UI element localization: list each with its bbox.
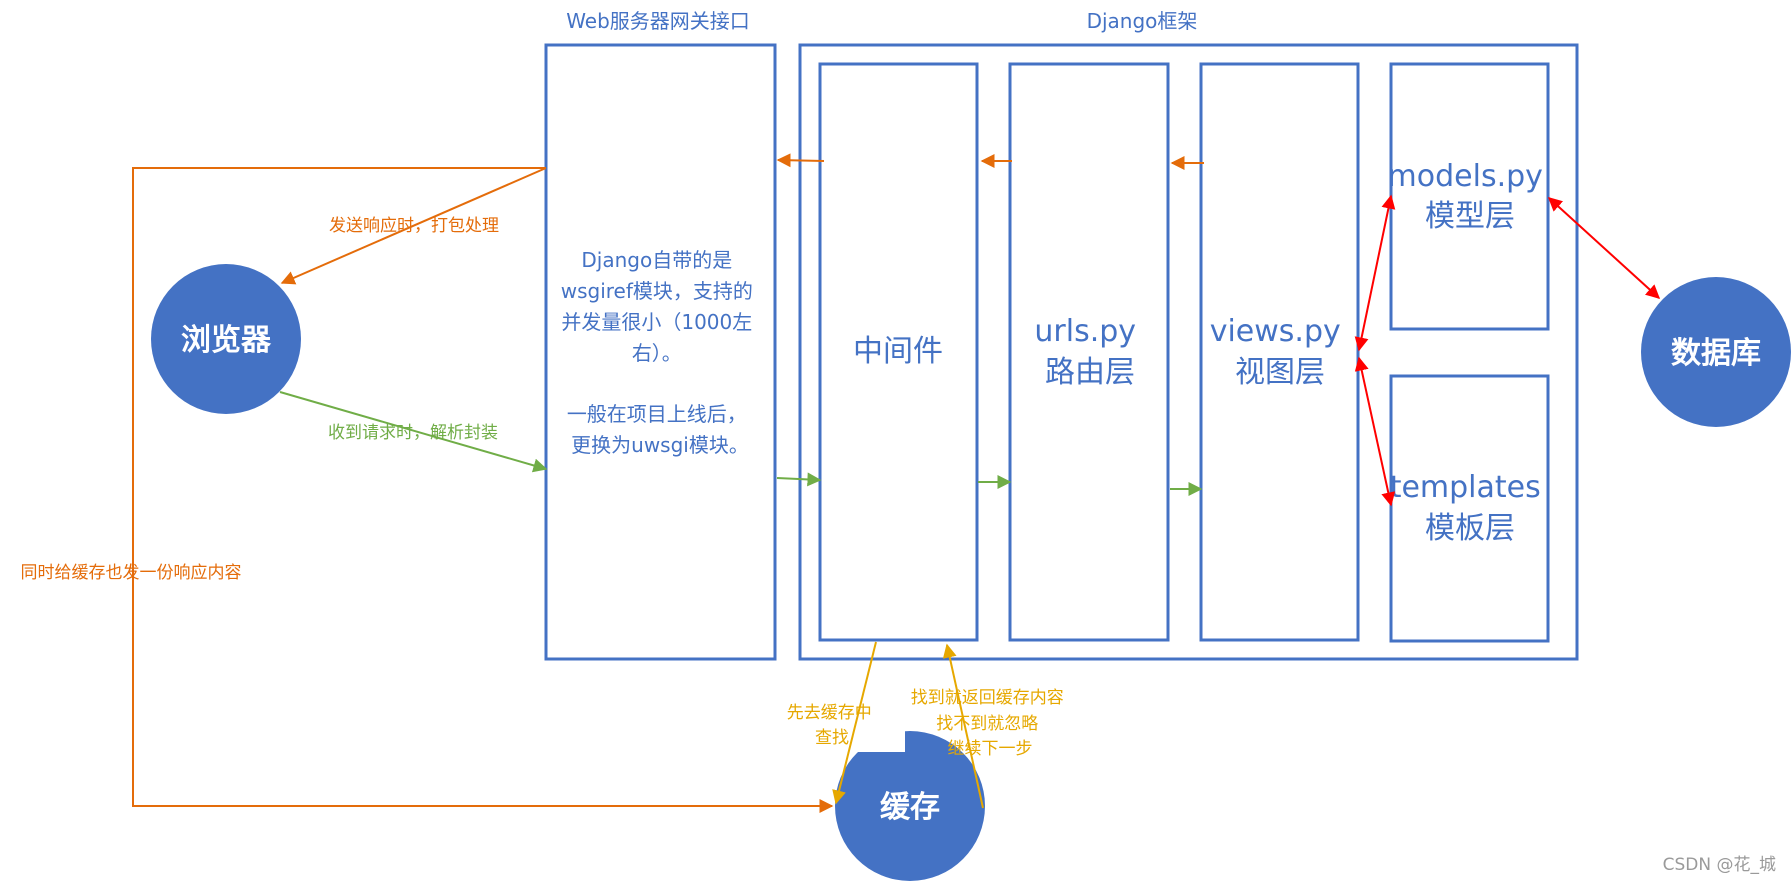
response-label: 发送响应时，打包处理	[329, 216, 499, 236]
middleware-to-gateway-response-arrow	[776, 153, 825, 168]
cache-copy-path	[132, 167, 834, 813]
views-label: views.py 视图层	[1210, 314, 1351, 390]
views-box	[1199, 62, 1360, 642]
templates-label: templates 模板层	[1390, 470, 1551, 546]
cache-label: 缓存	[880, 790, 940, 825]
middleware-label: 中间件	[853, 334, 943, 369]
views-templates-arrow	[1354, 356, 1396, 507]
cache-lookup-line-2: 查找	[815, 728, 849, 748]
views-label-line-2: 视图层	[1235, 355, 1325, 390]
gateway-to-browser-response-arrow	[280, 167, 547, 285]
gateway-line-1: Django自带的是	[581, 248, 732, 272]
models-label: models.py 模型层	[1388, 159, 1553, 234]
browser-label: 浏览器	[181, 323, 272, 358]
gateway-line-6: 一般在项目上线后，	[567, 402, 747, 426]
browser-to-gateway-request-arrow	[279, 391, 548, 473]
gateway-to-middleware-request-arrow	[776, 472, 822, 487]
request-label: 收到请求时，解析封装	[328, 423, 498, 443]
templates-label-line-1: templates	[1390, 470, 1541, 505]
cache-copy-label: 同时给缓存也发一份响应内容	[21, 563, 242, 583]
templates-label-line-2: 模板层	[1425, 511, 1515, 546]
middleware-to-cache-lookup-arrow	[832, 641, 877, 805]
middleware-box	[818, 62, 979, 642]
urls-label: urls.py 路由层	[1034, 314, 1145, 390]
views-models-arrow	[1354, 194, 1396, 352]
cache-return-line-1: 找到就返回缓存内容	[911, 688, 1064, 708]
watermark: CSDN @花_城	[1663, 855, 1776, 875]
models-database-arrow	[1547, 197, 1661, 299]
urls-box	[1008, 62, 1170, 642]
models-label-line-2: 模型层	[1425, 199, 1515, 234]
cache-lookup-label: 先去缓存中 查找	[787, 703, 877, 748]
gateway-description: Django自带的是 wsgiref模块，支持的 并发量很小（1000左 右）。…	[561, 248, 760, 457]
urls-label-line-2: 路由层	[1045, 355, 1135, 390]
cache-lookup-line-1: 先去缓存中	[787, 703, 872, 723]
framework-title: Django框架	[1087, 9, 1198, 33]
models-label-line-1: models.py	[1388, 159, 1543, 194]
gateway-title: Web服务器网关接口	[566, 9, 750, 33]
cache-node-notch	[850, 728, 905, 752]
gateway-line-2: wsgiref模块，支持的	[561, 279, 753, 303]
browser-node	[151, 264, 301, 414]
cache-to-middleware-return-arrow	[942, 643, 984, 809]
gateway-box	[544, 43, 777, 661]
models-box	[1389, 62, 1550, 331]
views-label-line-1: views.py	[1210, 314, 1341, 349]
database-node	[1641, 277, 1791, 427]
cache-node	[835, 731, 985, 881]
database-label: 数据库	[1671, 336, 1761, 371]
templates-box	[1389, 374, 1550, 643]
urls-label-line-1: urls.py	[1034, 314, 1136, 349]
cache-return-label: 找到就返回缓存内容 找不到就忽略 继续下一步	[911, 688, 1069, 759]
framework-box	[798, 43, 1579, 661]
cache-return-line-2: 找不到就忽略	[936, 714, 1038, 734]
gateway-line-3: 并发量很小（1000左	[561, 310, 752, 334]
gateway-line-7: 更换为uwsgi模块。	[571, 433, 749, 457]
cache-return-line-3: 继续下一步	[948, 739, 1033, 759]
gateway-line-4: 右）。	[632, 341, 682, 365]
